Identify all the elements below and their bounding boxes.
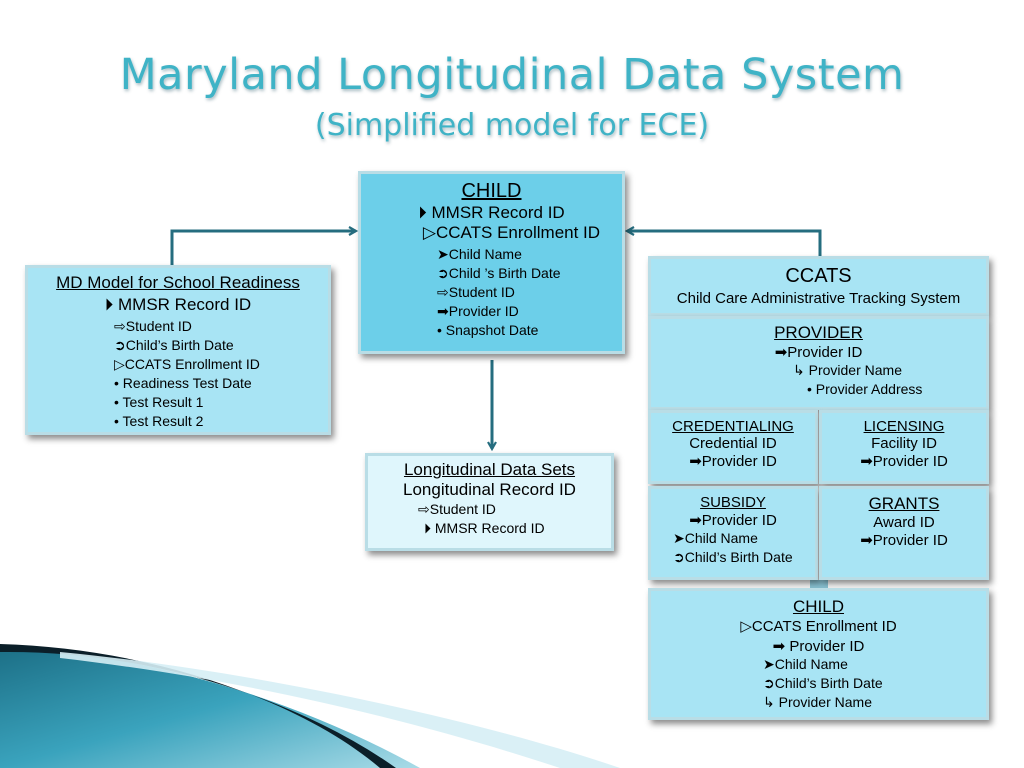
arrow-ccats-to-child [627, 231, 822, 257]
ccats-child-birth-date: ➲Child’s Birth Date [763, 675, 883, 691]
child-box-header: CHILD [461, 180, 522, 202]
ccats-box-subheader: Child Care Administrative Tracking Syste… [676, 290, 961, 307]
return-arrow-icon: ↳ [793, 362, 809, 378]
child-snapshot-date: • Snapshot Date [437, 322, 539, 338]
credentialing-box-header: CREDENTIALING [672, 418, 794, 435]
mmsr-ccats-enrollment-id: ▷CCATS Enrollment ID [114, 356, 260, 372]
provider-address: • Provider Address [807, 381, 923, 397]
ccats-child-provider-id: ➡ Provider ID [772, 638, 865, 655]
ccats-child-box: CHILD ▷CCATS Enrollment ID ➡ Provider ID… [648, 588, 989, 720]
arrowhead-icon: ➤ [763, 656, 775, 672]
ccats-child-provider-name: ↳ Provider Name [763, 694, 872, 710]
mmsr-box: MD Model for School Readiness ⏵ MMSR Rec… [25, 265, 331, 435]
longitudinal-record-id: Longitudinal Record ID [403, 480, 576, 499]
curved-arrow-icon: ➲ [673, 549, 685, 565]
facility-id: Facility ID [871, 435, 937, 452]
longitudinal-mmsr-record-id: ⏵ MMSR Record ID [424, 520, 545, 536]
longitudinal-box-header: Longitudinal Data Sets [403, 460, 576, 479]
grants-provider-id: ➡Provider ID [860, 532, 948, 549]
curved-arrow-icon: ➲ [763, 675, 775, 691]
triangle-outline-icon: ▷ [740, 618, 752, 635]
bold-arrow-icon: ➡ [689, 453, 702, 470]
subsidy-birth-date: ➲Child’s Birth Date [673, 549, 793, 565]
bold-arrow-icon: ➡ [774, 344, 788, 361]
provider-box: PROVIDER ➡Provider ID ↳ Provider Name • … [648, 316, 989, 410]
child-ccats-enrollment-id: ▷CCATS Enrollment ID [422, 223, 601, 242]
bold-arrow-icon: ➡ [689, 512, 702, 529]
mmsr-test-result-2: • Test Result 2 [114, 413, 204, 429]
subsidy-provider-id: ➡Provider ID [689, 512, 777, 529]
page-subtitle: (Simplified model for ECE) [314, 108, 710, 143]
provider-box-header: PROVIDER [774, 323, 863, 342]
child-mmsr-record-id: ⏵ MMSR Record ID [418, 203, 565, 222]
credential-id: Credential ID [689, 435, 777, 452]
mmsr-birth-date: ➲Child’s Birth Date [114, 337, 234, 353]
bold-arrow-icon: ➡ [860, 453, 873, 470]
outline-arrow-icon: ⇨ [114, 318, 126, 334]
mmsr-student-id: ⇨Student ID [114, 318, 192, 334]
mmsr-record-id: ⏵ MMSR Record ID [104, 295, 252, 314]
triangle-outline-icon: ▷ [422, 223, 436, 242]
bold-arrow-icon: ➡ [437, 303, 449, 319]
credentialing-box: CREDENTIALING Credential ID ➡Provider ID [648, 410, 818, 484]
credentialing-provider-id: ➡Provider ID [689, 453, 777, 470]
provider-provider-id: ➡Provider ID [774, 344, 863, 361]
licensing-provider-id: ➡Provider ID [860, 453, 948, 470]
outline-arrow-icon: ⇨ [418, 501, 430, 517]
subsidy-box-header: SUBSIDY [700, 494, 766, 511]
play-arrow-icon: ⏵ [424, 520, 431, 536]
bullet-icon: • [114, 394, 123, 410]
licensing-box: LICENSING Facility ID ➡Provider ID [819, 410, 989, 484]
bullet-icon: • [437, 322, 446, 338]
ccats-box: CCATS Child Care Administrative Tracking… [648, 256, 989, 316]
arrowhead-icon: ➤ [673, 530, 685, 546]
bullet-icon: • [114, 375, 123, 391]
outline-arrow-icon: ⇨ [437, 284, 449, 300]
curved-arrow-icon: ➲ [437, 265, 449, 281]
child-box: CHILD ⏵ MMSR Record ID ▷CCATS Enrollment… [358, 171, 625, 354]
subsidy-child-name: ➤Child Name [673, 530, 758, 546]
mmsr-test-result-1: • Test Result 1 [114, 394, 204, 410]
bold-arrow-icon: ➡ [772, 638, 786, 655]
triangle-outline-icon: ▷ [114, 356, 125, 372]
provider-name: ↳ Provider Name [793, 362, 902, 378]
ccats-box-header: CCATS [785, 265, 852, 287]
bold-arrow-icon: ➡ [860, 532, 873, 549]
ccats-child-box-header: CHILD [792, 597, 844, 616]
arrow-mmsr-to-child [170, 231, 356, 266]
award-id: Award ID [873, 514, 935, 531]
bullet-icon: • [114, 413, 123, 429]
return-arrow-icon: ↳ [763, 694, 779, 710]
mmsr-box-header: MD Model for School Readiness [56, 273, 300, 292]
ccats-child-enrollment-id: ▷CCATS Enrollment ID [740, 618, 897, 635]
ccats-connector-stub [810, 580, 828, 588]
curved-arrow-icon: ➲ [114, 337, 126, 353]
play-arrow-icon: ⏵ [104, 295, 114, 314]
licensing-box-header: LICENSING [863, 418, 945, 435]
child-name: ➤Child Name [437, 246, 522, 262]
subsidy-box: SUBSIDY ➡Provider ID ➤Child Name ➲Child’… [648, 486, 818, 580]
grants-box: GRANTS Award ID ➡Provider ID [819, 486, 989, 580]
grants-box-header: GRANTS [868, 494, 940, 513]
longitudinal-box: Longitudinal Data Sets Longitudinal Reco… [365, 453, 614, 551]
play-arrow-icon: ⏵ [418, 203, 427, 222]
page-title: Maryland Longitudinal Data System [119, 50, 905, 100]
bullet-icon: • [807, 381, 816, 397]
child-provider-id: ➡Provider ID [437, 303, 519, 319]
child-student-id: ⇨Student ID [437, 284, 515, 300]
mmsr-readiness-test-date: • Readiness Test Date [114, 375, 252, 391]
longitudinal-student-id: ⇨Student ID [418, 501, 496, 517]
ccats-child-name: ➤Child Name [763, 656, 848, 672]
child-birth-date: ➲Child ’s Birth Date [437, 265, 561, 281]
arrowhead-icon: ➤ [437, 246, 449, 262]
